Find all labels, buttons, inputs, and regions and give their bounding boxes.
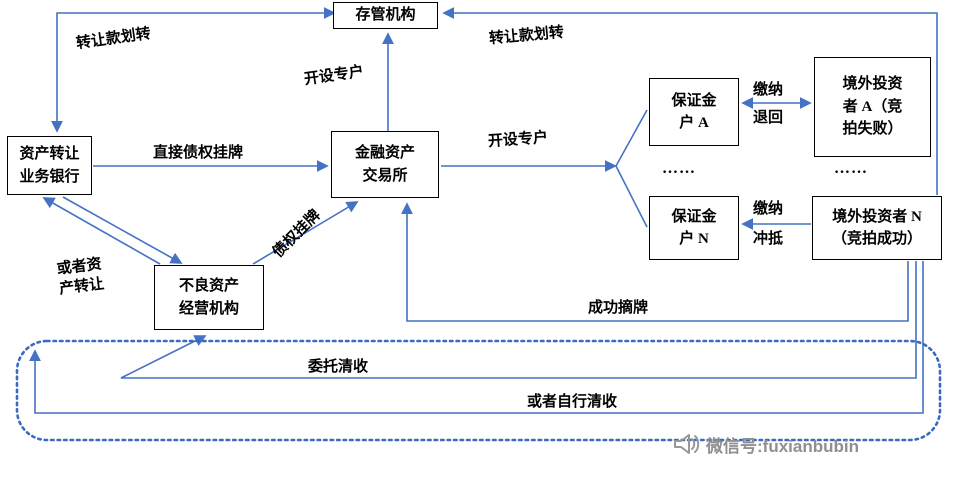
arrow-transfer-payment-right [442,6,938,195]
label-offset-n: 冲抵 [753,231,784,247]
node-depository: 存管机构 [333,2,438,29]
collection-scope-dotted-box [15,339,942,442]
label-pay-a: 缴纳 [753,82,784,98]
label-pay-n: 缴纳 [753,201,784,217]
node-exchange: 金融资产 交易所 [331,131,439,198]
label-open-account-mid: 开设专户 [487,129,549,151]
arrow-debt-listing [252,201,359,265]
label-refund-a: 退回 [753,110,784,126]
arrow-transfer-payment-left [51,7,336,133]
ellipsis-investors: …… [834,160,868,177]
arrow-entrust-collection [120,261,917,379]
node-margin-account-n: 保证金 户 N [649,196,739,260]
arrow-success-delist [401,202,909,322]
label-self-collection: 或者自行清收 [527,394,618,410]
node-investor-n: 境外投资者 N （竞拍成功） [812,196,942,260]
label-direct-listing: 直接债权挂牌 [153,145,244,161]
arrow-self-collection [29,261,924,414]
node-npl-agency: 不良资产 经营机构 [154,265,264,330]
watermark: 微信号:fuxianbubin [672,430,859,458]
arrow-npl-to-bank [42,197,161,265]
watermark-text: 微信号:fuxianbubin [706,436,859,456]
label-success-delist: 成功摘牌 [588,300,649,316]
node-investor-a: 境外投资 者 A（竞 拍失败） [814,57,931,157]
node-margin-account-a: 保证金 户 A [649,78,739,146]
megaphone-icon [674,434,700,454]
node-bank: 资产转让 业务银行 [7,136,92,195]
arrow-asset-transfer-to-npl [62,196,183,264]
branch-to-margin-a [615,109,648,167]
label-entrust-collection: 委托清收 [308,359,369,375]
label-or-asset-transfer: 或者资 产转让 [55,256,106,298]
ellipsis-margin-accounts: …… [662,160,696,177]
branch-to-margin-n [615,165,648,228]
